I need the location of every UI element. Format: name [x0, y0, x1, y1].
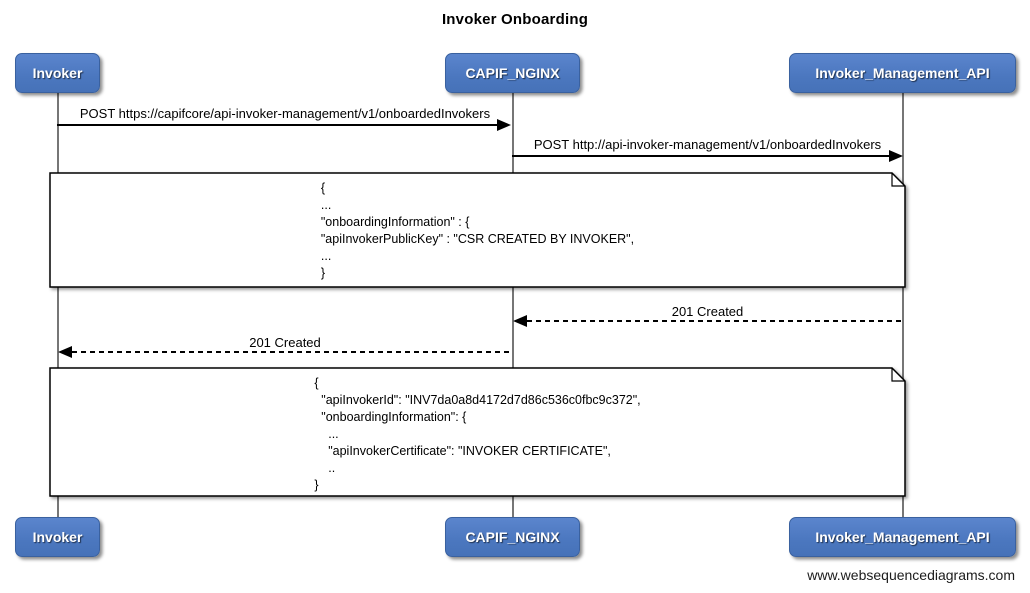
note-line: {	[314, 376, 319, 390]
message-label-post-invoker-management: POST http://api-invoker-management/v1/on…	[533, 137, 882, 152]
arrowhead-left-icon	[513, 315, 527, 327]
arrowhead-right-icon	[889, 150, 903, 162]
note-shape-icon	[49, 172, 906, 288]
note-line: ...	[320, 249, 332, 263]
message-label-post-capifcore: POST https://capifcore/api-invoker-manag…	[79, 106, 491, 121]
note-line: {	[320, 181, 326, 195]
actor-invoker-bottom: Invoker	[15, 517, 100, 557]
message-label-201-created-capif: 201 Created	[249, 335, 321, 350]
actor-invoker-top: Invoker	[15, 53, 100, 93]
note-line: "onboardingInformation": {	[314, 410, 467, 424]
actor-label: Invoker	[32, 65, 83, 81]
actor-label: CAPIF_NGINX	[465, 65, 560, 81]
lifeline-invoker-management-api	[901, 93, 904, 517]
note-line: ..	[314, 461, 336, 475]
arrowhead-right-icon	[497, 119, 511, 131]
websequencediagrams-watermark: www.websequencediagrams.com	[807, 567, 1015, 583]
diagram-title: Invoker Onboarding	[441, 11, 589, 28]
note-line: "apiInvokerCertificate": "INVOKER CERTIF…	[314, 444, 611, 458]
lifeline-capif-nginx	[511, 93, 514, 517]
actor-invoker-management-api-top: Invoker_Management_API	[789, 53, 1016, 93]
message-line-201-created-capif	[72, 351, 513, 353]
note-line: "apiInvokerId": "INV7da0a8d4172d7d86c536…	[314, 393, 641, 407]
actor-capif-nginx-bottom: CAPIF_NGINX	[445, 517, 580, 557]
note-text-block: { "apiInvokerId": "INV7da0a8d4172d7d86c5…	[49, 367, 906, 497]
actor-invoker-management-api-bottom: Invoker_Management_API	[789, 517, 1016, 557]
note-line: }	[320, 266, 326, 280]
actor-capif-nginx-top: CAPIF_NGINX	[445, 53, 580, 93]
note-line: ...	[314, 427, 339, 441]
note-line: ...	[320, 198, 332, 212]
note-line: "apiInvokerPublicKey" : "CSR CREATED BY …	[320, 232, 635, 246]
actor-label: Invoker_Management_API	[815, 65, 990, 81]
message-line-post-invoker-management	[512, 155, 889, 157]
arrowhead-left-icon	[58, 346, 72, 358]
note-onboarding-request-body: { ... "onboardingInformation" : { "apiIn…	[49, 172, 906, 288]
note-line: }	[314, 478, 319, 492]
message-label-201-created-ima: 201 Created	[671, 304, 744, 319]
message-line-post-capifcore	[57, 124, 499, 126]
message-line-201-created-ima	[527, 320, 903, 322]
actor-label: CAPIF_NGINX	[465, 529, 560, 545]
actor-label: Invoker_Management_API	[815, 529, 990, 545]
note-line: "onboardingInformation" : {	[320, 215, 470, 229]
actor-label: Invoker	[32, 529, 83, 545]
note-onboarding-response-body: { "apiInvokerId": "INV7da0a8d4172d7d86c5…	[49, 367, 906, 497]
lifeline-invoker	[56, 93, 59, 517]
note-shape-icon	[49, 367, 906, 497]
note-text-block: { ... "onboardingInformation" : { "apiIn…	[49, 172, 906, 288]
